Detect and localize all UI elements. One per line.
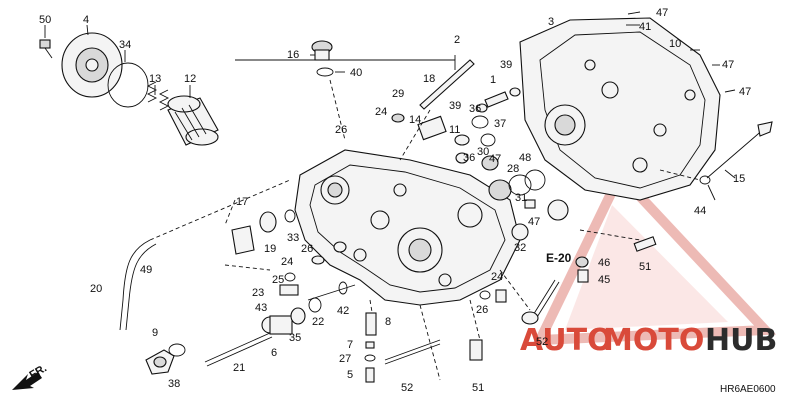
- oil-filter: [167, 95, 219, 146]
- callout-19: 19: [264, 243, 276, 255]
- callout-47: 47: [528, 216, 540, 228]
- reference-label: E-20: [546, 251, 572, 265]
- callout-27: 27: [339, 353, 351, 365]
- oil-filter-cover: [61, 32, 123, 98]
- spring: [146, 81, 170, 111]
- callout-38: 38: [168, 378, 180, 390]
- oil-filler-cap: [311, 40, 334, 77]
- callout-24: 24: [375, 106, 387, 118]
- callout-42: 42: [337, 305, 349, 317]
- callout-39: 39: [449, 100, 461, 112]
- callout-13: 13: [149, 73, 161, 85]
- callout-47: 47: [739, 86, 751, 98]
- oil-level-gauge: [699, 121, 773, 185]
- callout-28: 28: [507, 163, 519, 175]
- callout-36: 36: [463, 152, 475, 164]
- small-parts-top: [417, 87, 569, 241]
- callout-15: 15: [733, 173, 745, 185]
- callout-44: 44: [694, 205, 706, 217]
- rear-case-cover: [519, 17, 721, 201]
- front-direction-label: FR.: [28, 362, 49, 381]
- main-crankcase: [294, 149, 521, 306]
- callout-18: 18: [423, 73, 435, 85]
- callout-47: 47: [722, 59, 734, 71]
- lower-left-parts: [204, 272, 356, 367]
- callout-37: 37: [494, 118, 506, 130]
- callout-23: 23: [252, 287, 264, 299]
- callout-52: 52: [401, 382, 413, 394]
- callout-4: 4: [83, 14, 89, 26]
- callout-41: 41: [639, 21, 651, 33]
- breather-hose: [119, 239, 151, 331]
- watermark-suffix: HUB: [705, 323, 777, 358]
- callout-31: 31: [515, 192, 527, 204]
- callout-21: 21: [233, 362, 245, 374]
- callout-14: 14: [409, 114, 421, 126]
- callout-34: 34: [119, 39, 131, 51]
- callout-52: 52: [536, 336, 548, 348]
- callout-45: 45: [598, 274, 610, 286]
- callout-8: 8: [385, 316, 391, 328]
- callout-24: 24: [491, 271, 503, 283]
- callout-35: 35: [289, 332, 301, 344]
- callout-39: 39: [500, 59, 512, 71]
- watermark-prefix: AUTO: [520, 323, 613, 358]
- callout-5: 5: [347, 369, 353, 381]
- callout-30: 30: [477, 146, 489, 158]
- callout-11: 11: [449, 124, 460, 136]
- watermark-triangle: [531, 166, 777, 346]
- callout-22: 22: [312, 316, 324, 328]
- diagram-code: HR6AE0600: [720, 384, 776, 395]
- callout-26: 26: [476, 304, 488, 316]
- callout-47: 47: [656, 7, 668, 19]
- callout-labels: 50 4 34 13 12 16 40 2 18 29 26 24 1 39 3…: [39, 7, 751, 394]
- watermark-text: AUTO MOTO HUB: [520, 323, 777, 358]
- front-direction-arrow: [12, 372, 42, 390]
- bolt: [39, 39, 53, 59]
- drain-plug: [145, 343, 186, 375]
- callout-9: 9: [152, 327, 158, 339]
- callout-16: 16: [287, 49, 299, 61]
- callout-36: 36: [469, 103, 481, 115]
- callout-12: 12: [184, 73, 196, 85]
- callout-7: 7: [347, 339, 353, 351]
- callout-2: 2: [454, 34, 460, 46]
- callout-51: 51: [639, 261, 651, 273]
- callout-32: 32: [514, 242, 526, 254]
- leader-lines: [44, 11, 736, 381]
- callout-6: 6: [271, 347, 277, 359]
- callout-51: 51: [472, 382, 484, 394]
- callout-29: 29: [392, 88, 404, 100]
- callout-33: 33: [287, 232, 299, 244]
- callout-24: 24: [281, 256, 293, 268]
- callout-17: 17: [236, 196, 248, 208]
- callout-3: 3: [548, 16, 554, 28]
- breather-hose-outline: [125, 243, 157, 331]
- callout-25: 25: [272, 274, 284, 286]
- callout-47: 47: [489, 153, 501, 165]
- callout-49: 49: [140, 264, 152, 276]
- callout-50: 50: [39, 14, 51, 26]
- callout-46: 46: [598, 257, 610, 269]
- callout-26: 26: [335, 124, 347, 136]
- callout-1: 1: [490, 74, 496, 86]
- o-ring: [107, 62, 149, 108]
- callout-43: 43: [255, 302, 267, 314]
- callout-26: 26: [301, 243, 313, 255]
- bottom-bolts: [364, 236, 657, 383]
- callout-20: 20: [90, 283, 102, 295]
- left-side-parts: [231, 209, 347, 265]
- callout-10: 10: [669, 38, 681, 50]
- watermark-middle: MOTO: [603, 323, 704, 358]
- shaft: [391, 59, 475, 123]
- callout-48: 48: [519, 152, 531, 164]
- callout-40: 40: [350, 67, 362, 79]
